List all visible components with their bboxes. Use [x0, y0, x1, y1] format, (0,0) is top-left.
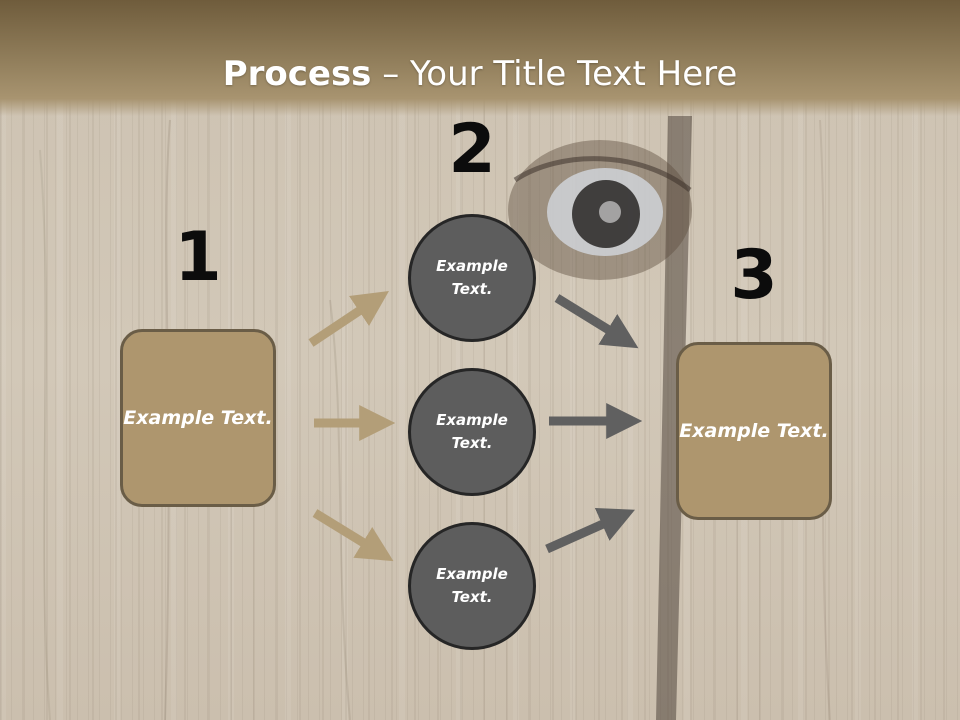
- title-bold: Process: [222, 54, 372, 94]
- arrow-to-circle-3: [312, 509, 394, 562]
- left-box: Example Text.: [120, 329, 276, 507]
- circle-1: Example Text.: [408, 214, 536, 342]
- circle-2: Example Text.: [408, 368, 536, 496]
- step-number-2: 2: [448, 110, 496, 189]
- title-bar: [0, 0, 960, 116]
- slide-title: Process – Your Title Text Here: [0, 52, 960, 96]
- step-number-3: 3: [730, 236, 778, 315]
- left-box-text: Example Text.: [123, 406, 273, 429]
- right-box: Example Text.: [676, 342, 832, 520]
- circle-1-text: Example Text.: [436, 257, 508, 298]
- arrow-from-circle-1: [554, 294, 639, 349]
- arrow-to-circle-1: [308, 291, 389, 347]
- circle-3-text: Example Text.: [436, 565, 508, 606]
- arrow-from-circle-3: [545, 507, 636, 554]
- right-box-text: Example Text.: [679, 419, 829, 442]
- step-number-1: 1: [174, 218, 222, 297]
- circle-3: Example Text.: [408, 522, 536, 650]
- circle-2-text: Example Text.: [436, 411, 508, 452]
- title-rest: – Your Title Text Here: [371, 54, 738, 94]
